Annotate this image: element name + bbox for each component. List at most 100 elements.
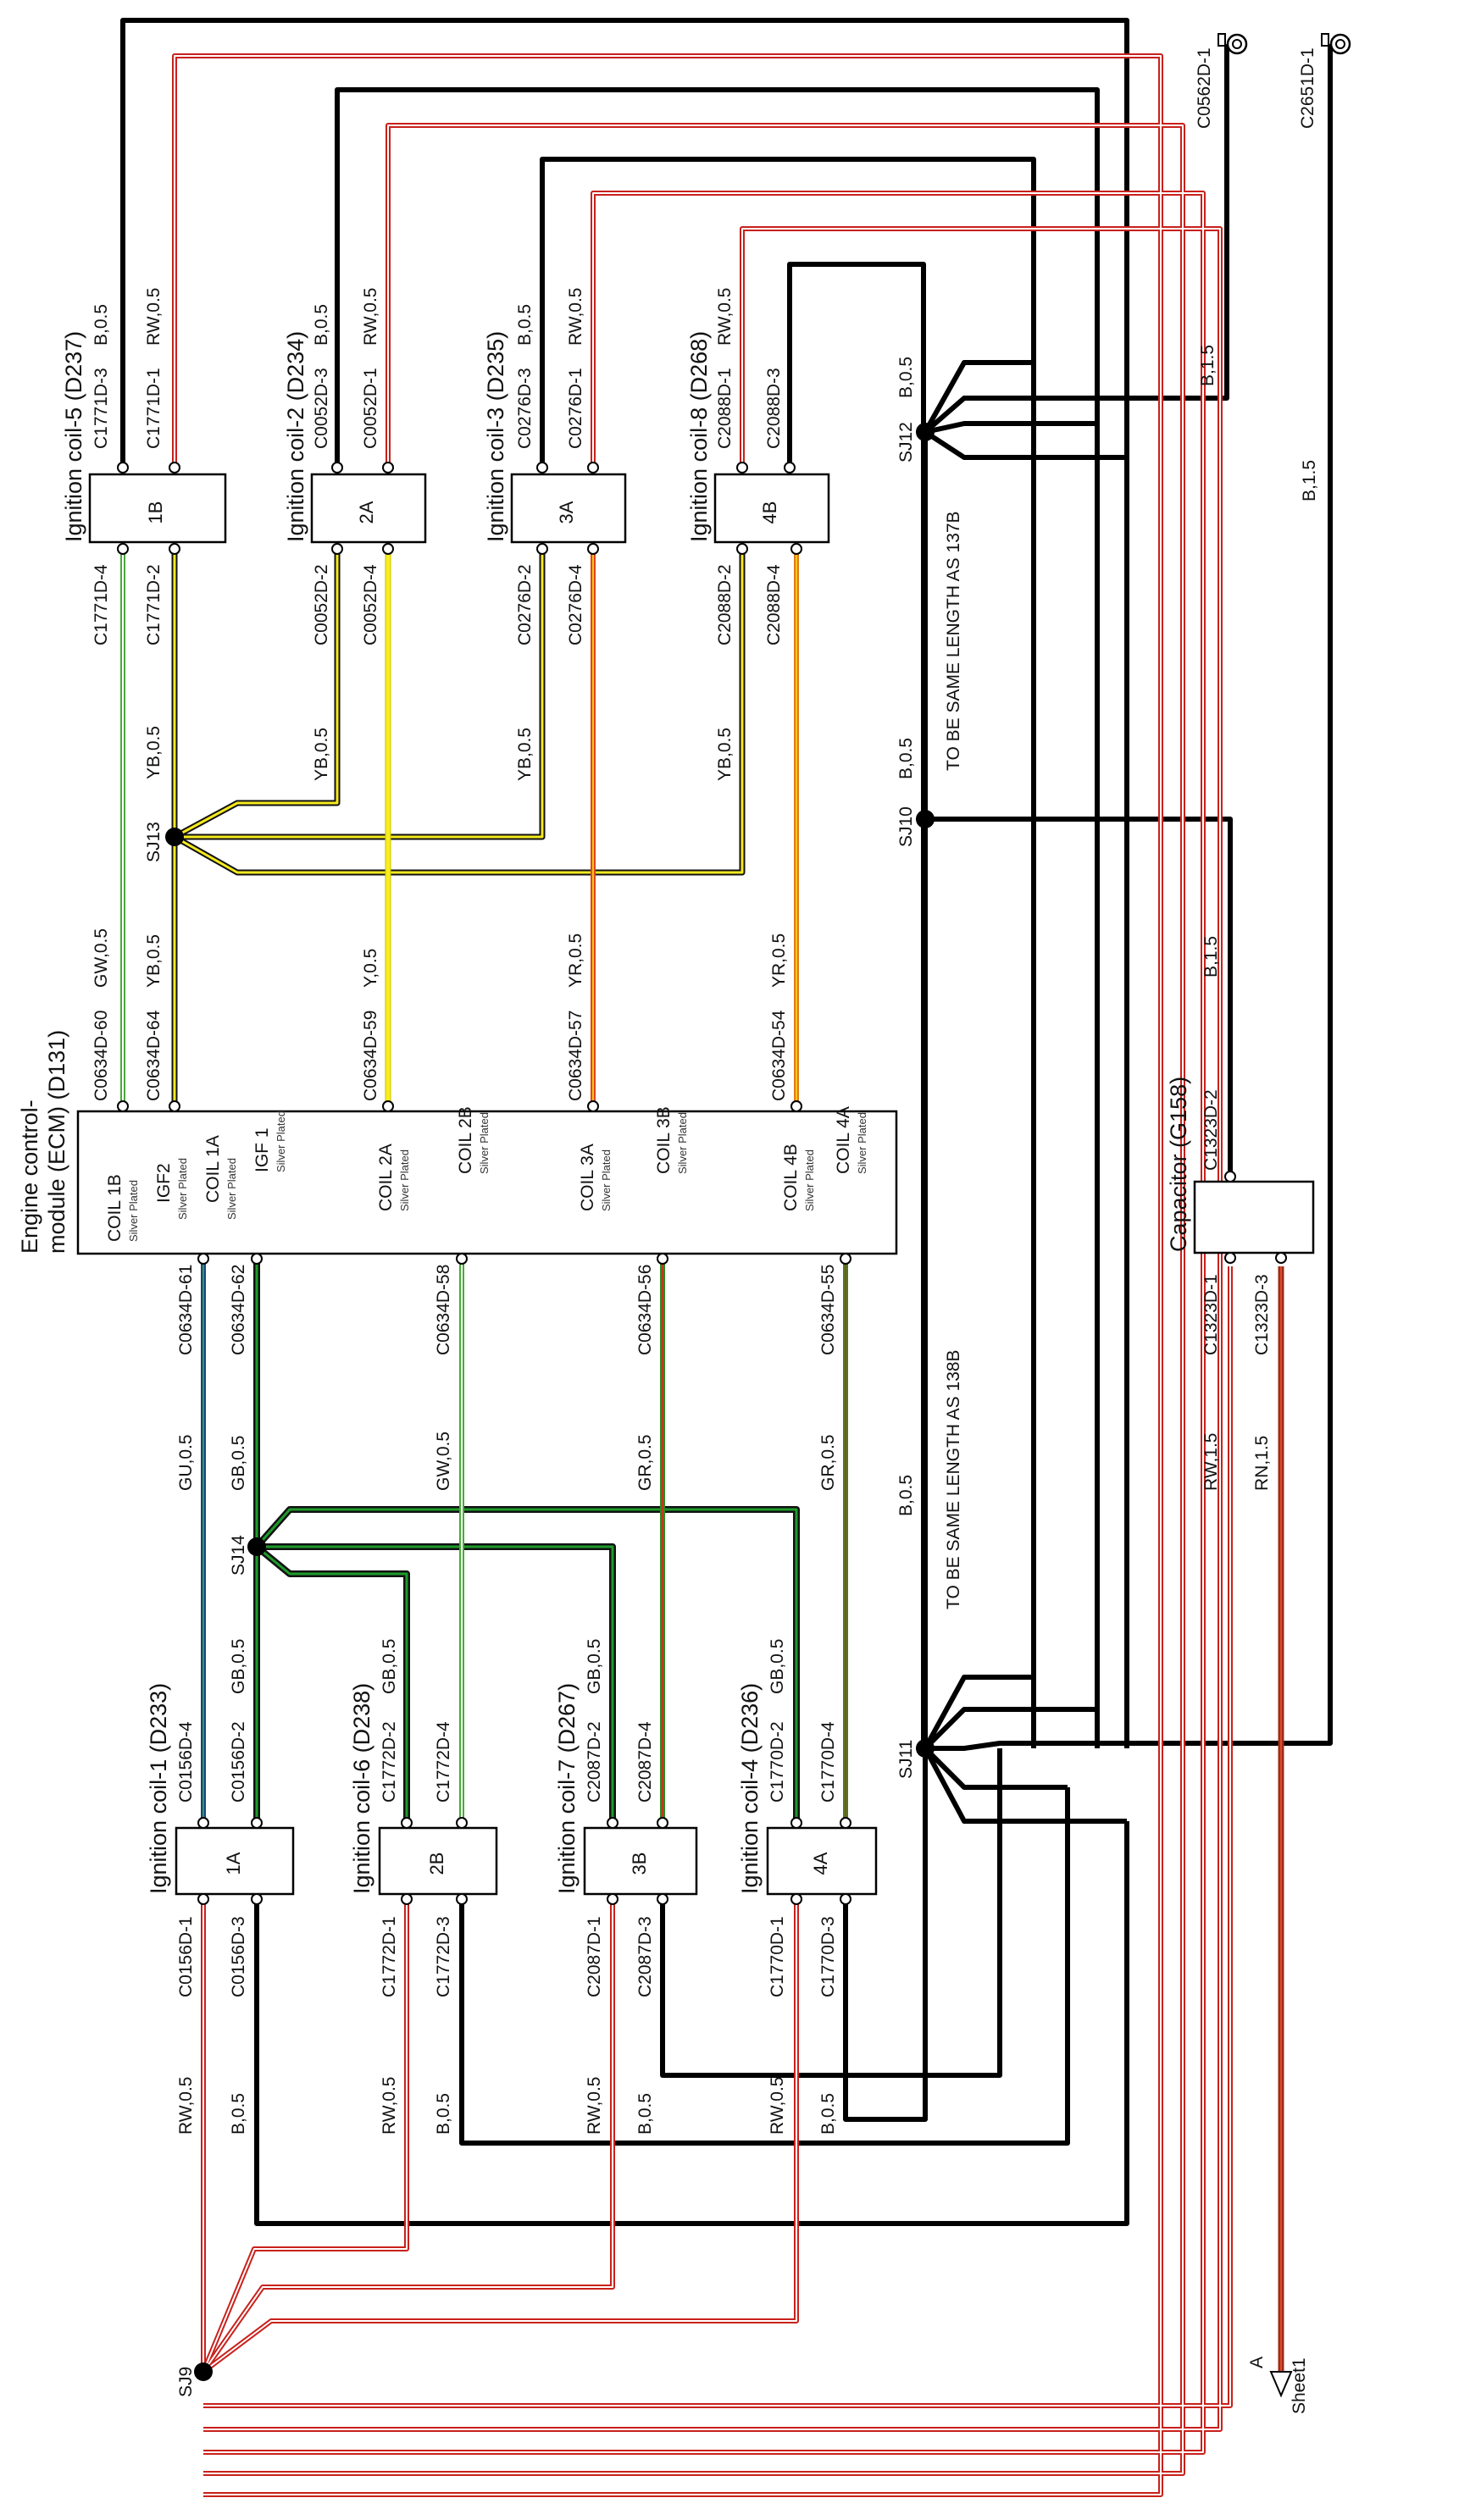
pin-terminal — [401, 1893, 413, 1905]
coil4-box-label: 4A — [810, 1852, 831, 1875]
b-sj11-label: B,0.5 — [896, 1475, 916, 1516]
same-length-137-label: TO BE SAME LENGTH AS 137B — [944, 511, 963, 771]
ignition-coil-6: 2B — [378, 1826, 498, 1896]
coil5-pin1: C1771D-3 — [92, 368, 111, 449]
coil8-pin1: C2088D-1 — [715, 368, 735, 449]
ecm-coil4a-sub: Silver Plated — [856, 1112, 868, 1174]
pin-terminal — [382, 1100, 394, 1112]
ecm-pin-64-wire: YB,0.5 — [144, 934, 164, 988]
coil3-wire2: RW,0.5 — [566, 288, 585, 346]
coil3-wire1: B,0.5 — [515, 304, 535, 346]
yb-wire-group — [171, 552, 746, 1101]
ecm-coil1a: COIL 1A — [203, 1135, 223, 1203]
coil2-title: Ignition coil-2 (D234) — [283, 331, 308, 542]
pin-terminal — [840, 1817, 851, 1829]
coil1-pin1: C0156D-1 — [176, 1916, 196, 1997]
yb-coil2-label: YB,0.5 — [312, 728, 331, 781]
ecm-coil2b: COIL 2B — [456, 1106, 475, 1174]
ignition-coil-5: 1B — [88, 473, 227, 544]
ecm-pin-56-wire: GR,0.5 — [635, 1434, 655, 1491]
ecm-coil2a: COIL 2A — [376, 1144, 396, 1211]
ecm-coil3a-sub: Silver Plated — [600, 1149, 613, 1211]
rn15-label: RN,1.5 — [1252, 1436, 1272, 1491]
coil3-pin1: C0276D-3 — [515, 368, 535, 449]
ignition-coil-4: 4A — [766, 1826, 878, 1896]
sj9-label: SJ9 — [176, 2367, 196, 2397]
coil2-pin3: C0052D-2 — [312, 564, 331, 645]
coil3-pin2: C0276D-1 — [566, 368, 585, 449]
ecm-igf1-sub: Silver Plated — [275, 1110, 287, 1172]
pin-terminal — [607, 1893, 618, 1905]
ecm-pin-57: C0634D-57 — [566, 1011, 585, 1101]
sheet-ref-letter: A — [1247, 2357, 1267, 2368]
coil7-wireA: GB,0.5 — [585, 1639, 604, 1694]
pin-terminal — [169, 462, 180, 474]
pin-terminal — [197, 1817, 209, 1829]
coil7-box-label: 3B — [629, 1853, 650, 1875]
coil6-pin3: C1772D-3 — [434, 1916, 453, 1997]
pin-terminal — [657, 1893, 668, 1905]
wire-coil8-yb — [173, 552, 746, 876]
ground-terminal-c0562 — [1218, 33, 1248, 55]
splice-sj14 — [247, 1537, 266, 1556]
coil3-title: Ignition coil-3 (D235) — [483, 331, 508, 542]
coil7-b-label: B,0.5 — [635, 2093, 655, 2135]
pin-terminal — [197, 1253, 209, 1265]
coil1-rw-label: RW,0.5 — [176, 2077, 196, 2135]
coil5-pin2: C1771D-1 — [144, 368, 164, 449]
pin-terminal — [251, 1817, 263, 1829]
pin-terminal — [790, 543, 802, 555]
pin-terminal — [331, 462, 343, 474]
wire-coil1-ground — [254, 1821, 1129, 2226]
coil4-rw-label: RW,0.5 — [768, 2077, 787, 2135]
coil2-box-label: 2A — [356, 501, 377, 523]
pin-terminal — [382, 462, 394, 474]
splice-sj9 — [194, 2362, 213, 2381]
ecm-pin-57-wire: YR,0.5 — [566, 933, 585, 988]
ecm-coil2a-sub: Silver Plated — [398, 1149, 411, 1211]
coil1-title: Ignition coil-1 (D233) — [146, 1683, 171, 1894]
coil-signal-bottom-group — [201, 1262, 848, 1818]
pin-terminal — [456, 1817, 468, 1829]
b15-a-label: B,1.5 — [1198, 345, 1218, 386]
pin-terminal — [784, 462, 796, 474]
ignition-coil-1: 1A — [175, 1826, 295, 1896]
coil4-pinB: C1770D-4 — [818, 1721, 838, 1803]
coil3-box-label: 3A — [556, 501, 577, 523]
pin-terminal — [1224, 1171, 1236, 1182]
pin-terminal — [587, 1100, 599, 1112]
b15-cap-label: B,1.5 — [1201, 936, 1221, 978]
pin-terminal — [840, 1253, 851, 1265]
splice-sj12 — [916, 423, 935, 441]
pin-terminal — [169, 1100, 180, 1112]
pin-terminal — [840, 1893, 851, 1905]
pin-terminal — [117, 462, 129, 474]
coil1-b-label: B,0.5 — [229, 2093, 248, 2135]
gb-wire-group — [253, 1262, 800, 1818]
terminal-group — [117, 462, 1287, 1905]
ground-wire-group — [120, 18, 1333, 2226]
ecm-pin-54: C0634D-54 — [769, 1010, 789, 1101]
coil7-title: Ignition coil-7 (D267) — [554, 1683, 580, 1894]
coil4-pin1: C1770D-1 — [768, 1916, 787, 1997]
pin-terminal — [587, 462, 599, 474]
ecm-pin-59: C0634D-59 — [361, 1011, 380, 1101]
coil7-pin3: C2087D-3 — [635, 1916, 655, 1997]
b-sj10-label: B,0.5 — [896, 738, 916, 779]
coil2-pin2: C0052D-1 — [361, 368, 380, 449]
pin-terminal — [1275, 1252, 1287, 1264]
ecm-pin-58-wire: GW,0.5 — [434, 1432, 453, 1491]
pin-terminal — [401, 1817, 413, 1829]
pin-terminal — [456, 1893, 468, 1905]
b-sj12-label: B,0.5 — [896, 357, 916, 398]
ecm-coil1b-sub: Silver Plated — [127, 1180, 140, 1242]
pin-terminal — [456, 1253, 468, 1265]
ignition-coil-2: 2A — [310, 473, 427, 544]
wire-sj12-fan — [923, 360, 1127, 460]
ecm-igf2: IGF2 — [154, 1163, 174, 1203]
coil2-wire2: RW,0.5 — [361, 288, 380, 346]
pin-terminal — [1224, 1252, 1236, 1264]
ignition-coil-8: 4B — [713, 473, 830, 544]
pin-terminal — [197, 1893, 209, 1905]
